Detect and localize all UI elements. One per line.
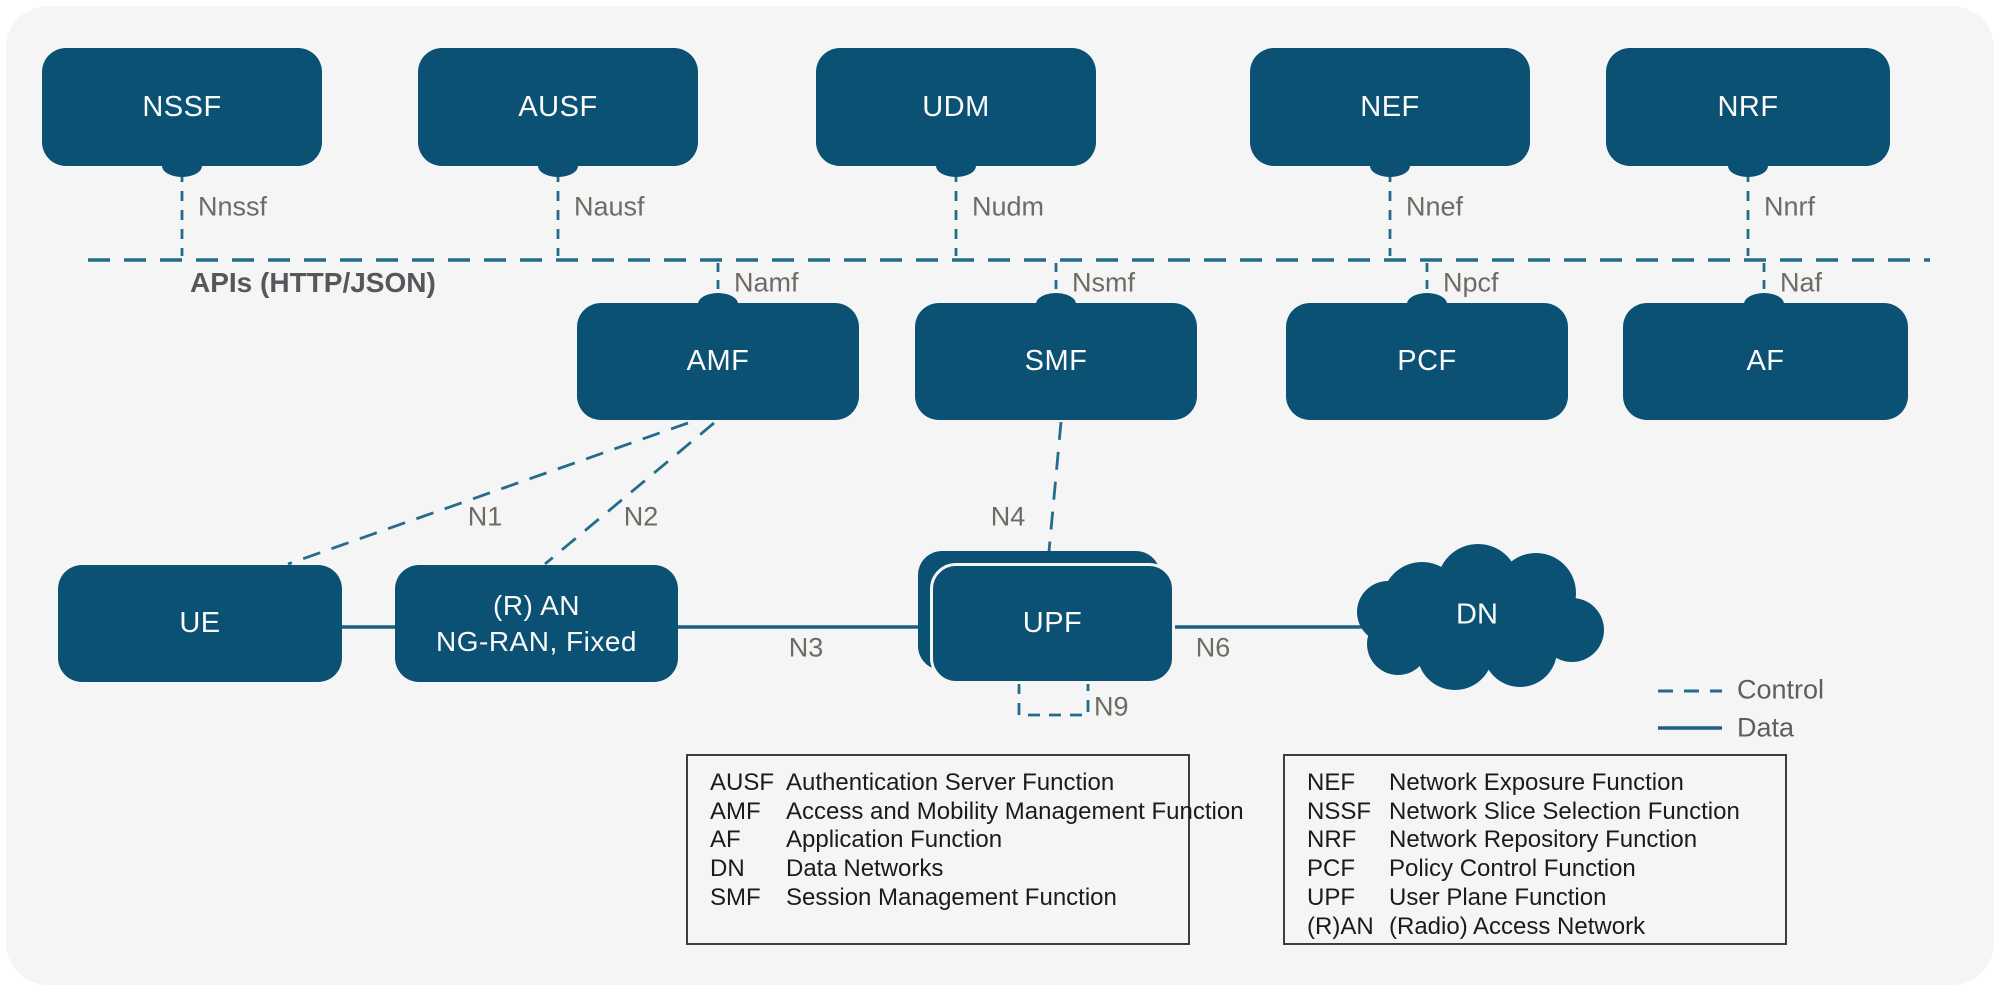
middle-connector-stubs	[716, 263, 1766, 301]
glossary-abbr: NRF	[1307, 826, 1357, 854]
node-nssf-label: NSSF	[142, 90, 222, 123]
node-udm-label: UDM	[922, 90, 990, 123]
glossary-abbr: (R)AN	[1307, 912, 1374, 940]
top-connector-stubs	[180, 172, 1750, 256]
interface-label-npcf: Npcf	[1443, 267, 1499, 298]
glossary-def: Access and Mobility Management Function	[786, 797, 1244, 825]
dn-cloud	[1357, 544, 1604, 690]
glossary-row: SMF Session Management Function	[710, 884, 1178, 913]
glossary-abbr: UPF	[1307, 883, 1355, 911]
glossary-abbr: SMF	[710, 883, 761, 911]
glossary-row: NRF Network Repository Function	[1307, 826, 1775, 855]
node-ran-label: (R) AN NG-RAN, Fixed	[436, 588, 637, 660]
interface-label-naf: Naf	[1780, 267, 1823, 298]
glossary-row: DN Data Networks	[710, 855, 1178, 884]
node-nrf: NRF	[1606, 48, 1890, 166]
glossary-abbr: PCF	[1307, 855, 1355, 883]
node-ue: UE	[58, 565, 342, 682]
node-ran-label-line1: (R) AN	[493, 589, 580, 621]
glossary-abbr: DN	[710, 855, 745, 883]
node-smf-label: SMF	[1024, 345, 1088, 377]
ref-label-n4: N4	[990, 501, 1026, 532]
glossary-row: NSSF Network Slice Selection Function	[1307, 798, 1775, 827]
node-amf: AMF	[577, 303, 859, 420]
node-dn-label: DN	[1456, 598, 1498, 631]
glossary-def: Policy Control Function	[1389, 855, 1636, 883]
node-ausf-label: AUSF	[518, 90, 598, 123]
node-nef-label: NEF	[1360, 90, 1420, 123]
glossary-row: UPF User Plane Function	[1307, 884, 1775, 913]
ref-label-n2: N2	[623, 501, 659, 532]
glossary-def: Network Exposure Function	[1389, 769, 1684, 796]
glossary-def: Application Function	[786, 826, 1003, 854]
glossary-row: AUSF Authentication Server Function	[710, 769, 1178, 798]
interface-label-nnssf: Nnssf	[198, 191, 268, 222]
glossary-def: Session Management Function	[786, 883, 1117, 911]
node-af-label: AF	[1746, 345, 1785, 377]
node-ran-label-line2: NG-RAN, Fixed	[436, 625, 637, 657]
glossary-abbr: AUSF	[710, 769, 775, 796]
node-amf-label: AMF	[686, 345, 750, 377]
legend-data-label: Data	[1737, 712, 1795, 743]
glossary-def: Network Repository Function	[1389, 826, 1698, 854]
n1-line	[287, 421, 689, 566]
ref-label-n3: N3	[788, 632, 824, 663]
legend-control-label: Control	[1737, 674, 1825, 705]
glossary-abbr: NEF	[1307, 769, 1355, 796]
node-upf-label: UPF	[1022, 607, 1083, 639]
diagram-panel	[6, 6, 1994, 985]
glossary-abbr: NSSF	[1307, 797, 1372, 825]
glossary-def: Data Networks	[786, 855, 944, 883]
n4-line	[1046, 421, 1063, 563]
interface-label-namf: Namf	[734, 267, 799, 298]
glossary-row: (R)AN (Radio) Access Network	[1307, 913, 1775, 942]
node-nrf-label: NRF	[1717, 90, 1779, 123]
node-ran: (R) AN NG-RAN, Fixed	[395, 565, 678, 682]
ref-label-n9: N9	[1094, 691, 1129, 722]
ref-label-n1: N1	[467, 501, 503, 532]
glossary-def: (Radio) Access Network	[1389, 912, 1646, 940]
glossary-right-box: NEF Network Exposure Function NSSF Network…	[1283, 754, 1787, 945]
glossary-row: NEF Network Exposure Function	[1307, 769, 1775, 798]
node-af: AF	[1623, 303, 1908, 420]
glossary-def: Network Slice Selection Function	[1389, 797, 1740, 825]
glossary-abbr: AF	[710, 826, 741, 854]
glossary-left-box: AUSF Authentication Server Function AMF Ac…	[686, 754, 1244, 945]
n2-line	[544, 421, 715, 566]
node-nssf: NSSF	[42, 48, 322, 166]
node-nef: NEF	[1250, 48, 1530, 166]
interface-label-nausf: Nausf	[574, 191, 645, 222]
glossary-def: Authentication Server Function	[786, 769, 1115, 796]
glossary-row: PCF Policy Control Function	[1307, 855, 1775, 884]
glossary-row: AF Application Function	[710, 826, 1178, 855]
interface-label-nnef: Nnef	[1406, 191, 1464, 222]
interface-label-nudm: Nudm	[972, 191, 1045, 222]
node-ausf: AUSF	[418, 48, 698, 166]
node-upf: UPF	[930, 563, 1175, 684]
node-pcf: PCF	[1286, 303, 1568, 420]
glossary-row: AMF Access and Mobility Management Functi…	[710, 797, 1244, 827]
api-bus-label: APIs (HTTP/JSON)	[190, 267, 436, 298]
node-udm: UDM	[816, 48, 1096, 166]
ref-label-n6: N6	[1195, 632, 1231, 663]
node-pcf-label: PCF	[1397, 345, 1457, 377]
glossary-def: User Plane Function	[1389, 883, 1607, 911]
n9-loop-line	[1017, 682, 1090, 717]
interface-label-nnrf: Nnrf	[1764, 191, 1816, 222]
glossary-abbr: AMF	[710, 797, 761, 825]
node-ue-label: UE	[179, 607, 221, 639]
interface-label-nsmf: Nsmf	[1072, 267, 1135, 298]
node-smf: SMF	[915, 303, 1197, 420]
